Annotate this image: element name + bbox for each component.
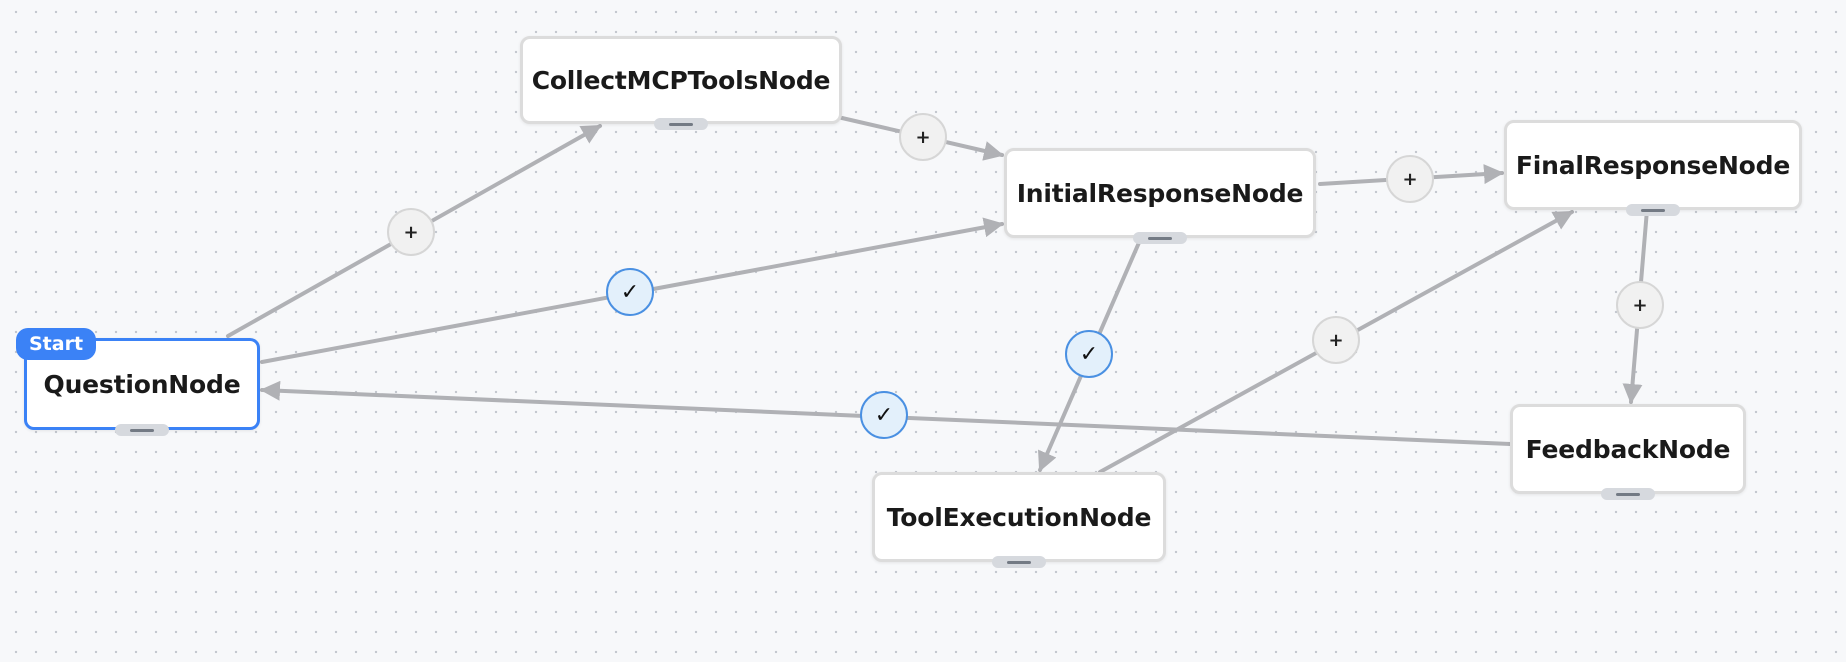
node-feedback[interactable]: FeedbackNode bbox=[1510, 404, 1746, 500]
add-edge-button-collect-initial[interactable]: + bbox=[899, 113, 947, 161]
node-initial-response[interactable]: InitialResponseNode bbox=[1004, 148, 1316, 244]
node-collect-mcp-tools-label: CollectMCPToolsNode bbox=[531, 65, 831, 95]
node-question-handle[interactable] bbox=[115, 424, 169, 436]
node-initial-response-label: InitialResponseNode bbox=[1016, 178, 1304, 208]
node-final-response[interactable]: FinalResponseNode bbox=[1504, 120, 1802, 216]
node-tool-execution-label: ToolExecutionNode bbox=[886, 502, 1152, 532]
add-edge-button-question-collect[interactable]: + bbox=[387, 208, 435, 256]
node-final-response-label: FinalResponseNode bbox=[1515, 150, 1791, 180]
add-edge-button-tool-final[interactable]: + bbox=[1312, 316, 1360, 364]
check-edge-button-feedback-question[interactable]: ✓ bbox=[860, 391, 908, 439]
node-collect-mcp-tools[interactable]: CollectMCPToolsNode bbox=[520, 36, 842, 130]
node-tool-execution-handle[interactable] bbox=[992, 556, 1046, 568]
start-badge: Start bbox=[16, 328, 97, 360]
node-question-label: QuestionNode bbox=[43, 369, 241, 399]
add-edge-button-initial-final[interactable]: + bbox=[1386, 155, 1434, 203]
node-question[interactable]: QuestionNode bbox=[24, 338, 260, 436]
node-final-response-handle[interactable] bbox=[1626, 204, 1680, 216]
check-edge-button-initial-tool[interactable]: ✓ bbox=[1065, 330, 1113, 378]
check-edge-button-question-initial[interactable]: ✓ bbox=[606, 268, 654, 316]
node-feedback-label: FeedbackNode bbox=[1525, 434, 1731, 464]
node-tool-execution[interactable]: ToolExecutionNode bbox=[872, 472, 1166, 568]
add-edge-button-final-feedback[interactable]: + bbox=[1616, 281, 1664, 329]
node-feedback-handle[interactable] bbox=[1601, 488, 1655, 500]
node-collect-mcp-tools-handle[interactable] bbox=[654, 118, 708, 130]
node-initial-response-handle[interactable] bbox=[1133, 232, 1187, 244]
